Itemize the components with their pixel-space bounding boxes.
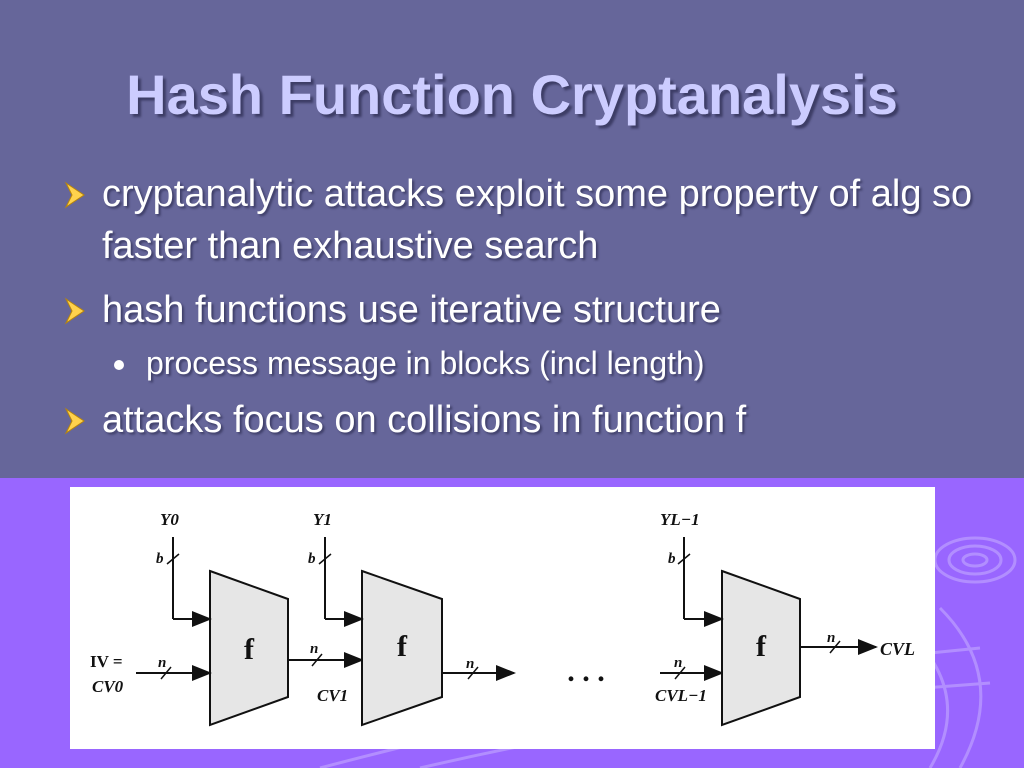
- cv-label: CVL: [880, 639, 915, 659]
- function-label: f: [756, 630, 767, 663]
- cv-label: CVL−1: [655, 686, 707, 705]
- bullet-text: hash functions use iterative structure: [102, 289, 721, 331]
- bullet-list: cryptanalytic attacks exploit some prope…: [62, 168, 982, 458]
- arrow-bullet-icon: [64, 407, 85, 435]
- bullet-item: attacks focus on collisions in function …: [62, 394, 982, 446]
- block-input-label: Y1: [313, 510, 332, 529]
- slide-title: Hash Function Cryptanalysis: [126, 63, 898, 126]
- arrow-bullet-icon: [64, 297, 85, 325]
- slide-top-background: [0, 0, 1024, 478]
- bullet-text: cryptanalytic attacks exploit some prope…: [102, 173, 973, 267]
- f-block: [721, 569, 801, 727]
- function-label: f: [244, 633, 255, 666]
- dot-bullet-icon: [114, 360, 124, 370]
- iv-label: IV =: [90, 652, 123, 671]
- f-block: [361, 569, 443, 727]
- bullet-item: hash functions use iterative structure: [62, 284, 982, 336]
- arrow-bullet-icon: [64, 181, 85, 209]
- block-input-label: YL−1: [660, 510, 700, 529]
- function-label: f: [397, 630, 408, 663]
- iterated-hash-diagram: f f f Y0 Y1 YL−1 b b b n n n n n IV = CV…: [70, 487, 935, 749]
- diagram-canvas: f f f Y0 Y1 YL−1 b b b n n n n n IV = CV…: [90, 510, 915, 727]
- sub-bullet-item: process message in blocks (incl length): [62, 342, 982, 384]
- width-label: n: [310, 641, 318, 657]
- width-label: b: [308, 551, 316, 567]
- cv-label: CV0: [92, 677, 124, 696]
- cv-label: CV1: [317, 686, 348, 705]
- sub-bullet-text: process message in blocks (incl length): [146, 345, 705, 381]
- bullet-item: cryptanalytic attacks exploit some prope…: [62, 168, 982, 272]
- width-label: n: [466, 656, 474, 672]
- bullet-text: attacks focus on collisions in function …: [102, 399, 747, 441]
- width-label: b: [156, 551, 164, 567]
- width-label: n: [158, 655, 166, 671]
- block-input-label: Y0: [160, 510, 179, 529]
- width-label: b: [668, 551, 676, 567]
- ellipsis: . . .: [567, 655, 605, 688]
- width-label: n: [674, 655, 682, 671]
- width-label: n: [827, 630, 835, 646]
